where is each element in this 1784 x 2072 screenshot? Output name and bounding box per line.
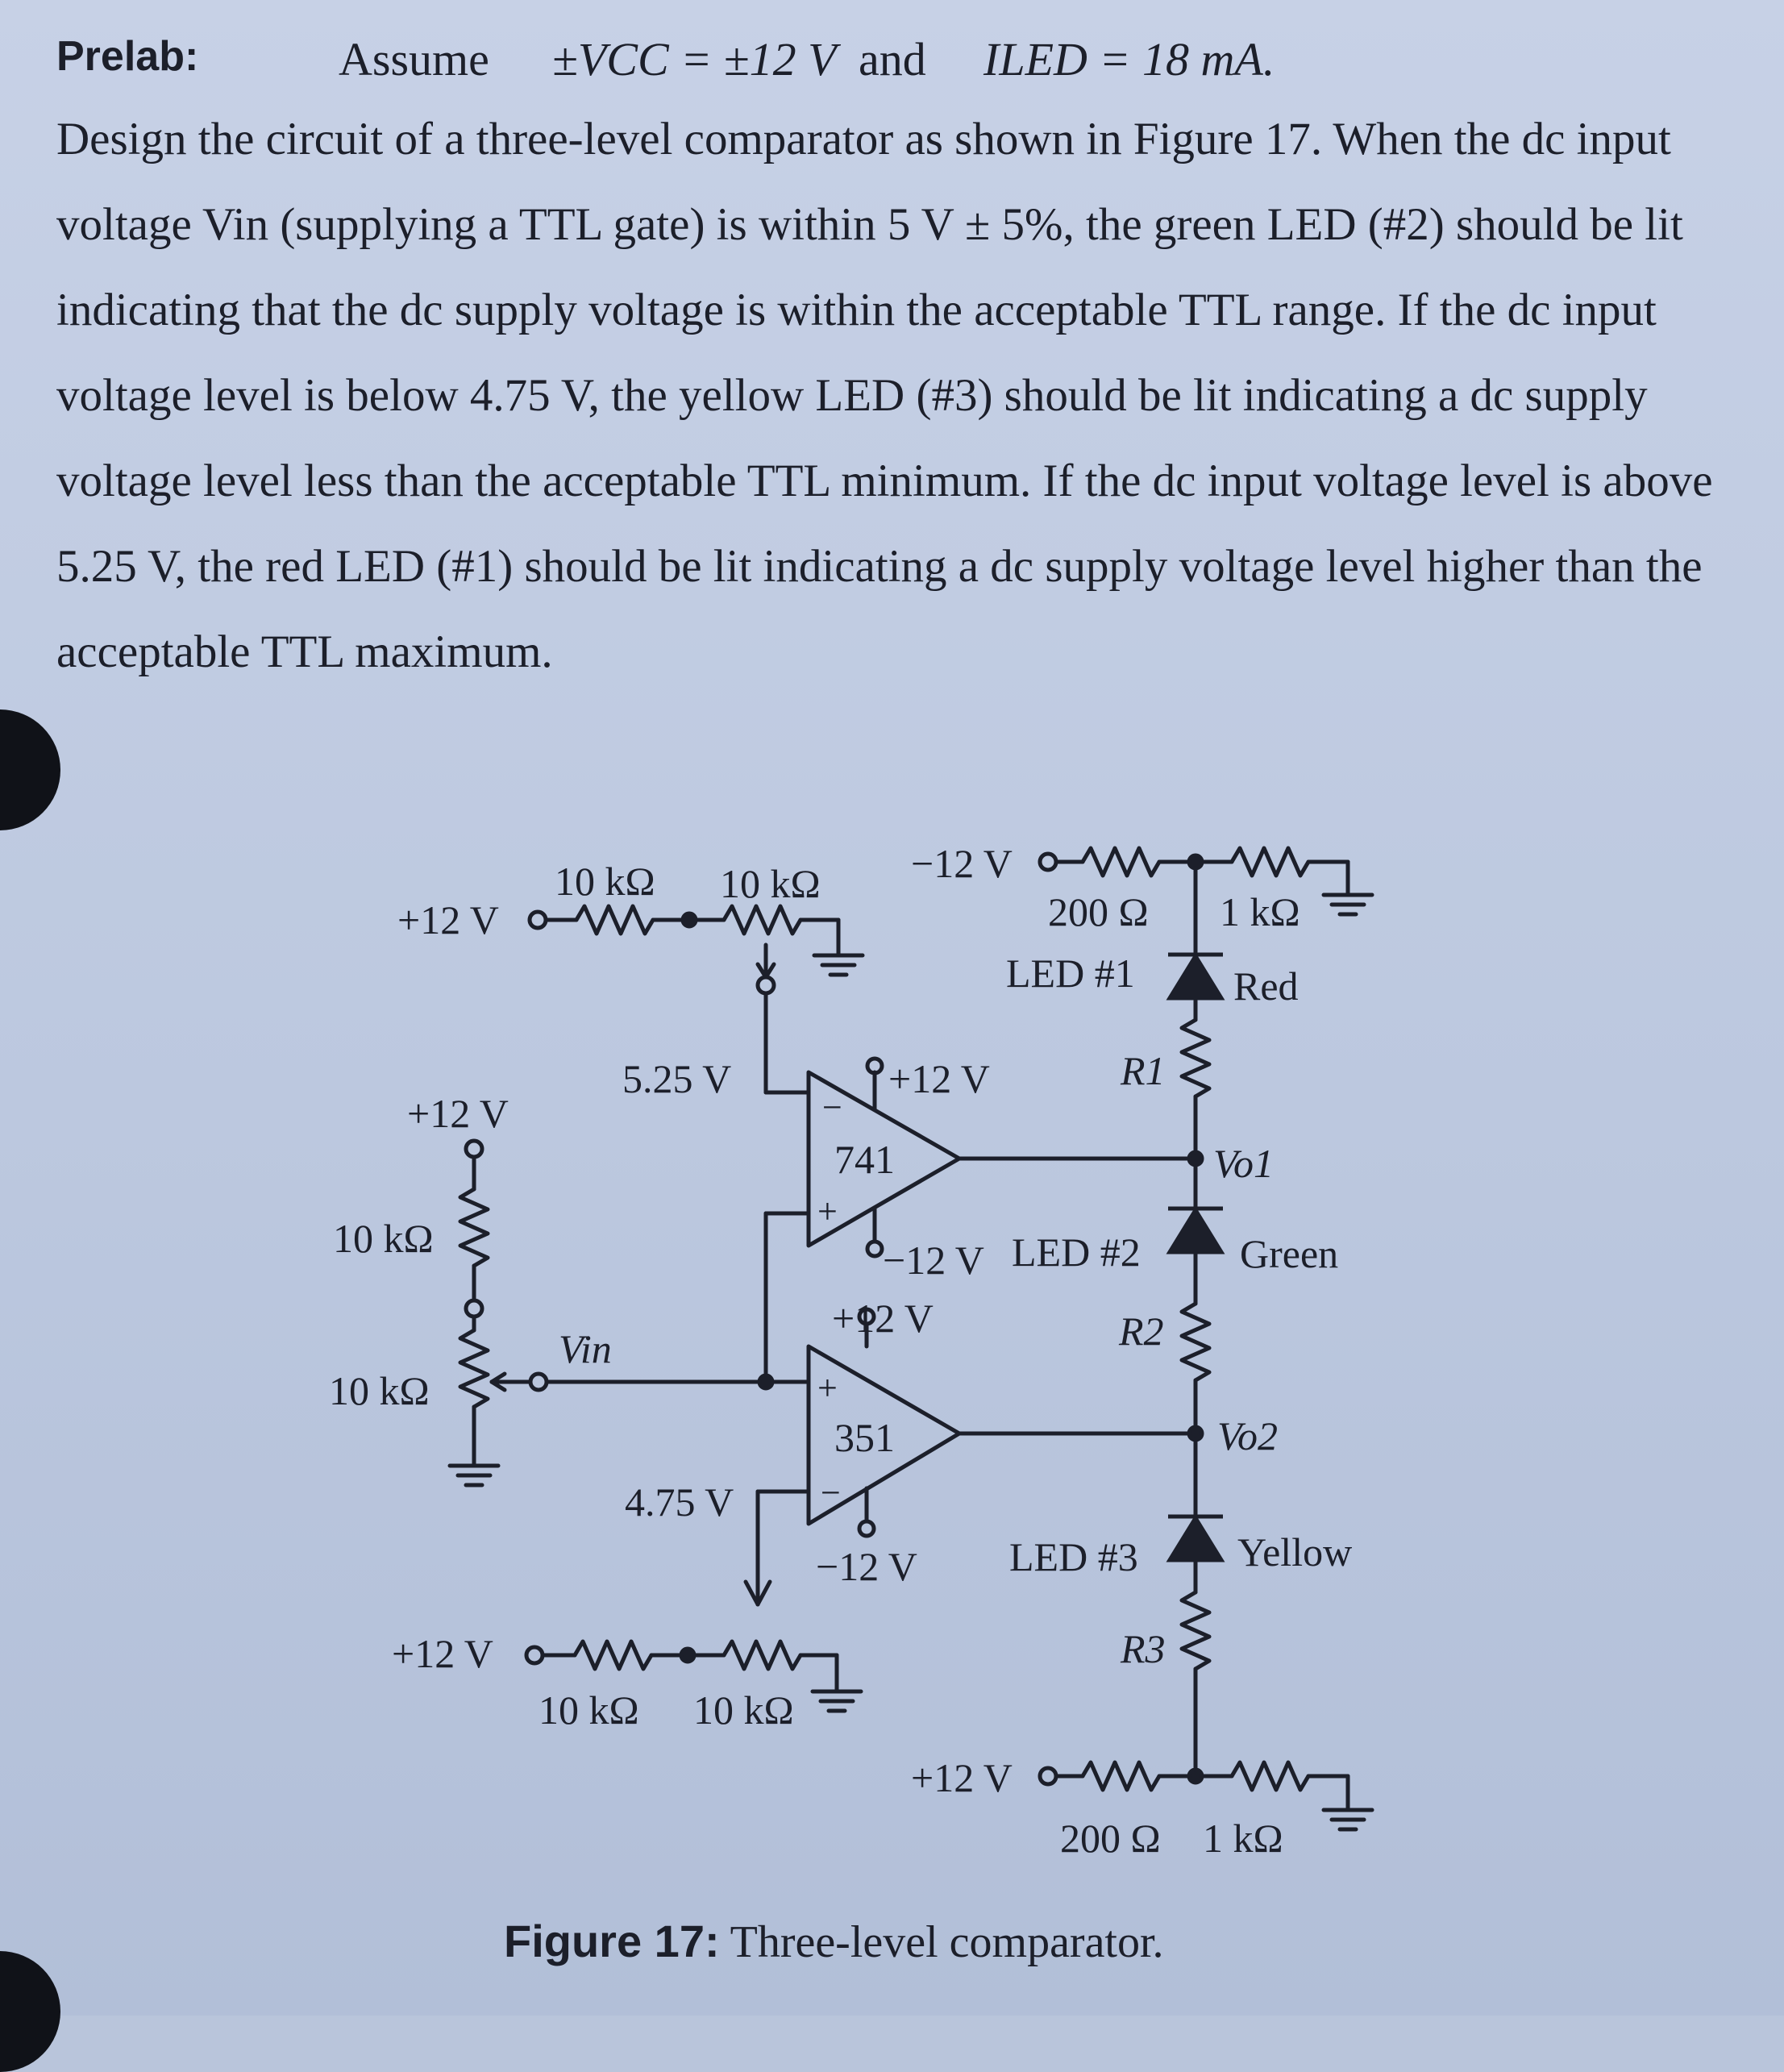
opamp1-vpos-label: +12 V [888,1056,990,1101]
paragraph-line: voltage Vin (supplying a TTL gate) is wi… [56,199,1683,250]
opamp2-name-label: 351 [834,1415,895,1460]
junction-dot [1187,1150,1204,1167]
prelab-text: Prelab: Assume ±VCC = ±12 V and ILED = 1… [56,24,1765,695]
opamp2-minus-label: − [821,1473,841,1512]
prelab-label: Prelab: [56,33,199,80]
bottom-divider-r1-label: 10 kΩ [539,1687,639,1733]
vcc-expression: ±VCC = ±12 V [552,33,837,85]
bottom-reference-divider [524,1579,839,1694]
prelab-paragraph: Design the circuit of a three-level comp… [56,97,1765,695]
paragraph-line: indicating that the dc supply voltage is… [56,285,1657,335]
r3-label: R3 [1120,1626,1166,1671]
led3-label: LED #3 [1009,1534,1138,1579]
iled-expression: ILED = 18 mA. [983,33,1275,85]
top-divider-r1-label: 10 kΩ [555,859,655,904]
figure-caption: Figure 17: Three-level comparator. [504,1915,1164,1968]
paragraph-line: Design the circuit of a three-level comp… [56,114,1671,164]
ground-symbol [810,1689,863,1713]
vo2-label: Vo2 [1217,1413,1278,1458]
opamp2-vpos-label: +12 V [832,1296,934,1341]
top-bias-network [1038,846,1350,955]
lower-reference-label: 4.75 V [625,1479,734,1525]
input-divider [458,1138,811,1468]
junction-dot [757,1373,775,1391]
bottom-divider-supply-label: +12 V [392,1631,493,1676]
prelab-heading-line: Prelab: Assume ±VCC = ±12 V and ILED = 1… [56,24,1765,97]
led1-color-label: Red [1233,963,1299,1009]
bottom-bias-r1-label: 200 Ω [1060,1816,1161,1861]
top-bias-supply-label: −12 V [911,841,1013,886]
bottom-bias-r2-label: 1 kΩ [1203,1816,1283,1861]
opamp-351 [806,1307,1198,1538]
figure-caption-text: Three-level comparator. [719,1917,1164,1967]
input-divider-r1-label: 10 kΩ [333,1216,434,1261]
r1-label: R1 [1120,1048,1166,1093]
input-divider-supply-label: +12 V [407,1091,509,1136]
led-2-diode [1166,1206,1225,1254]
paragraph-line: voltage level is below 4.75 V, the yello… [56,370,1648,421]
paragraph-line: acceptable TTL maximum. [56,626,553,677]
input-divider-r2-label: 10 kΩ [329,1368,430,1413]
figure-caption-number: Figure 17: [504,1916,720,1966]
opamp1-plus-label: + [817,1192,838,1231]
paragraph-line: voltage level less than the acceptable T… [56,456,1713,506]
led1-label: LED #1 [1006,951,1135,996]
junction-dot [680,911,698,929]
junction-dot [1187,1425,1204,1442]
and-word: and [859,33,926,85]
led2-label: LED #2 [1012,1229,1141,1275]
opamp2-vneg-label: −12 V [816,1544,917,1589]
upper-reference-label: 5.25 V [622,1056,731,1101]
vin-label: Vin [559,1326,612,1371]
junction-dot [1187,853,1204,871]
opamp1-minus-label: − [822,1088,842,1127]
opamp2-plus-label: + [817,1368,838,1408]
top-divider-r2-label: 10 kΩ [720,861,821,906]
opamp-741 [806,1056,1198,1259]
paragraph-line: 5.25 V, the red LED (#1) should be lit i… [56,541,1703,592]
bottom-bias-supply-label: +12 V [911,1755,1013,1800]
assume-word: Assume [339,33,489,85]
opamp1-vneg-label: −12 V [883,1238,984,1283]
ground-symbol [447,1463,501,1487]
comparator-circuit-diagram: +12 V 10 kΩ 10 kΩ 5.25 V +12 V 10 kΩ 10 … [329,841,1374,1861]
r2-label: R2 [1118,1309,1164,1354]
top-bias-r2-label: 1 kΩ [1220,889,1300,934]
led-1-diode [1166,952,1225,1001]
ground-symbol [1321,892,1374,917]
bottom-divider-r2-label: 10 kΩ [693,1687,794,1733]
opamp1-name-label: 741 [834,1137,895,1182]
junction-dot [1187,1767,1204,1785]
vo1-label: Vo1 [1213,1141,1274,1186]
top-divider-supply-label: +12 V [397,897,499,942]
junction-dot [679,1646,697,1664]
led3-color-label: Yellow [1237,1529,1352,1575]
ground-symbol [812,953,865,977]
ground-symbol [1321,1808,1374,1832]
top-bias-r1-label: 200 Ω [1048,889,1149,934]
led2-color-label: Green [1240,1231,1338,1276]
led-3-diode [1166,1514,1225,1562]
